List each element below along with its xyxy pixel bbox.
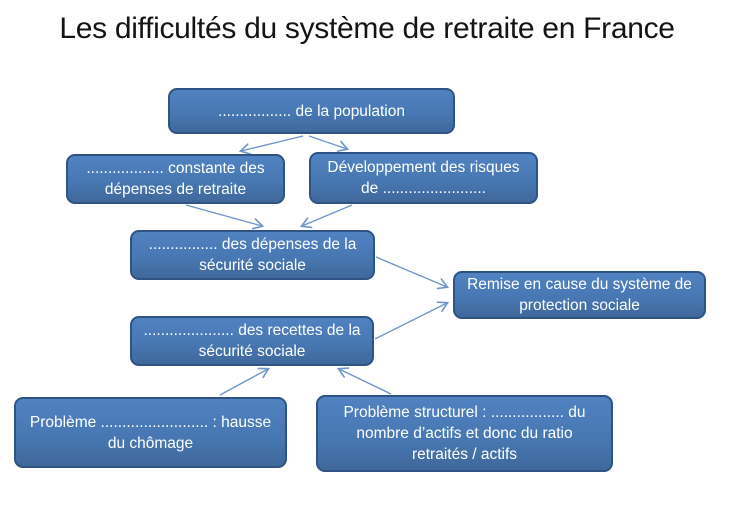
node-remise-en-cause: Remise en cause du système de protection… <box>453 271 706 319</box>
slide-title: Les difficultés du système de retraite e… <box>59 12 675 45</box>
node-probleme-chomage: Problème ......................... : hau… <box>14 397 287 468</box>
connector-population-hausse-depenses <box>238 135 304 155</box>
node-depenses-securite-sociale: ................ des dépenses de la sécu… <box>130 230 375 280</box>
node-population: ................. de la population <box>168 88 455 134</box>
node-probleme-structurel: Problème structurel : ................. … <box>316 395 613 472</box>
connector-risques-depenses-secu <box>299 204 353 229</box>
node-hausse-depenses-retraite: .................. constante des dépense… <box>66 154 285 204</box>
node-developpement-risques: Développement des risques de ...........… <box>309 152 538 204</box>
connector-depenses-secu-remise-en-cause <box>375 256 450 290</box>
connector-probleme-structurel-recettes-secu <box>336 367 392 395</box>
node-recettes-securite-sociale: ..................... des recettes de la… <box>130 316 374 366</box>
connector-hausse-depenses-depenses-secu <box>185 204 265 230</box>
connector-population-risques <box>308 135 350 152</box>
connector-recettes-secu-remise-en-cause <box>374 301 450 340</box>
connector-probleme-chomage-recettes-secu <box>219 367 271 396</box>
